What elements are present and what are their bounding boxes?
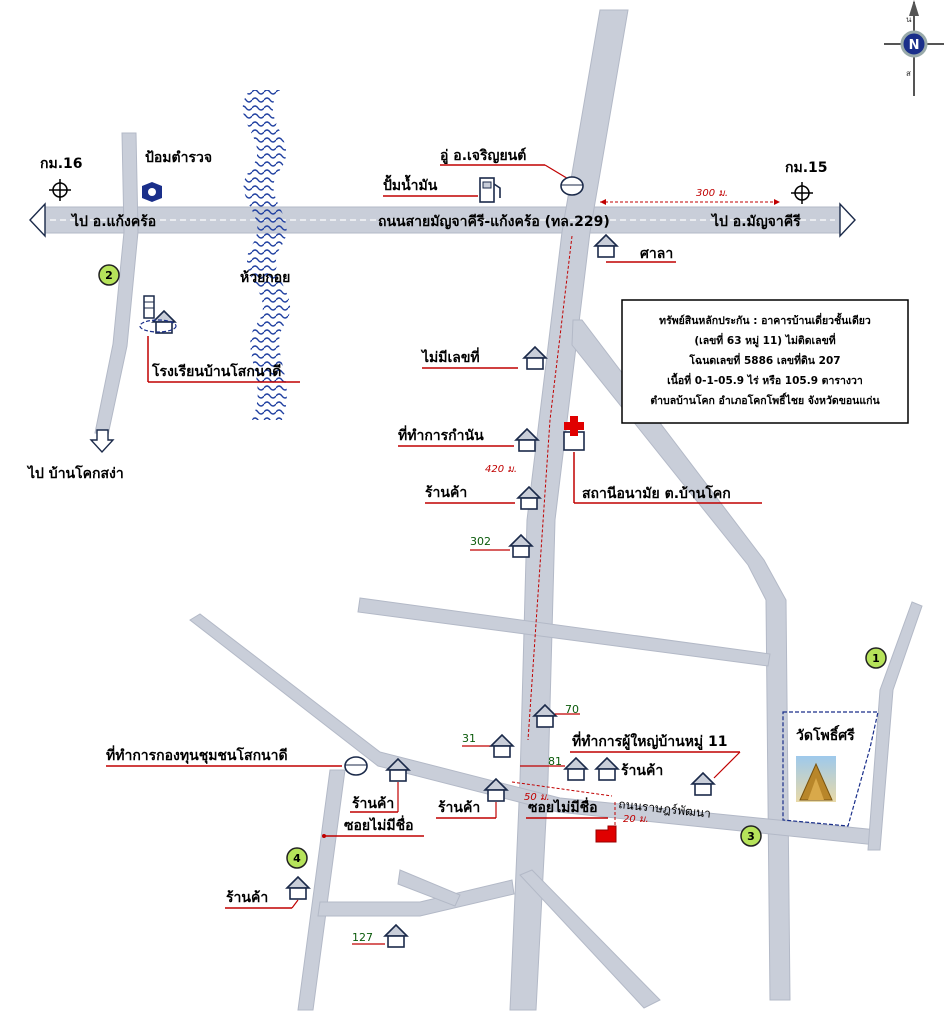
creek-label: ห้วยกอย [240, 270, 290, 286]
highway-name-label: ถนนสายมัญจาคีรี-แก้งคร้อ (ทล.229) [378, 214, 610, 230]
south-arrow-icon [89, 429, 115, 454]
distance-300-label: 300 ม. [696, 188, 728, 199]
police-badge-icon [142, 182, 162, 202]
km16-crosshair-icon [49, 179, 71, 201]
marker-4: 4 [286, 847, 308, 869]
temple-label: วัดโพธิ์ศรี [796, 724, 855, 744]
headman-office-label: ที่ทำการผู้ใหญ่บ้านหมู่ 11 [572, 731, 728, 750]
info-line-2: (เลขที่ 63 หมู่ 11) ไม่ติดเลขที่ [694, 332, 835, 348]
health-station-label: สถานีอนามัย ต.บ้านโคก [582, 484, 731, 502]
compass-letter: N [909, 38, 920, 53]
soi-no-name-label: ซอยไม่มีชื่อ [528, 797, 598, 816]
school-icon [139, 295, 177, 334]
school-label: โรงเรียนบ้านโสกนาดี [151, 362, 281, 380]
sala-house-icon [594, 234, 618, 258]
no-number-label: ไม่มีเลขที่ [420, 347, 480, 366]
marker-4-number: 4 [293, 852, 301, 865]
road-to-khoksanga [94, 132, 139, 436]
info-line-1: ทรัพย์สินหลักประกัน : อาคารบ้านเดี่ยวชั้… [659, 312, 871, 327]
shop-bottom-house-icon [286, 876, 310, 900]
cross-road-1 [357, 597, 771, 667]
temple-photo [796, 756, 836, 802]
house-70-label: 70 [565, 703, 579, 716]
house-31-icon [490, 734, 514, 758]
main-ns-road [509, 9, 629, 1011]
kamnan-office-label: ที่ทำการกำนัน [398, 425, 484, 444]
km16-label: กม.16 [40, 156, 83, 172]
distance-50-label: 50 ม. [524, 792, 550, 803]
temple-road [867, 601, 923, 851]
house-302-label: 302 [470, 535, 491, 548]
lower-road [317, 879, 515, 917]
garage-label: อู่ อ.เจริญยนต์ [440, 147, 526, 164]
house-81-icon [564, 757, 588, 781]
house-127-icon [384, 924, 408, 948]
house-81-label: 81 [548, 755, 562, 768]
collateral-property-icon [595, 825, 617, 843]
headman-house-icon [691, 772, 715, 796]
info-line-4: เนื้อที่ 0-1-05.9 ไร่ หรือ 105.9 ตารางวา [667, 372, 863, 387]
to-manchakiri-label: ไป อ.มัญจาคีรี [710, 212, 801, 230]
house-127-label: 127 [352, 931, 373, 944]
sala-label: ศาลา [640, 246, 673, 262]
marker-3: 3 [740, 825, 762, 847]
kamnan-house-icon [515, 428, 539, 452]
km15-crosshair-icon [791, 182, 813, 204]
house-31-label: 31 [462, 732, 476, 745]
marker-2: 2 [98, 264, 120, 286]
south-mid-road [397, 869, 461, 907]
west-arrow [29, 202, 46, 238]
shop-81-house-icon [595, 757, 619, 781]
shop-81-label: ร้านค้า [621, 763, 663, 779]
marker-1: 1 [865, 647, 887, 669]
distance-50-line [511, 781, 613, 797]
distance-420-label: 420 ม. [485, 464, 517, 475]
distance-20-label: 20 ม. [623, 814, 649, 825]
police-label: ป้อมตำรวจ [145, 150, 212, 166]
marker-1-number: 1 [872, 652, 880, 665]
shop-mid-label: ร้านค้า [438, 800, 480, 816]
creek-huaykoi [242, 90, 291, 420]
compass-north-label: น [906, 15, 912, 24]
health-station-icon [563, 416, 585, 451]
info-line-5: ตำบลบ้านโคก อำเภอโคกโพธิ์ไชย จังหวัดขอนแ… [650, 392, 880, 407]
fund-office-label: ที่ทำการกองทุนชุมชนโสกนาดี [106, 745, 288, 764]
south-east-road [519, 869, 661, 1009]
left-south-road [297, 769, 346, 1011]
collateral-info-box: ทรัพย์สินหลักประกัน : อาคารบ้านเดี่ยวชั้… [621, 299, 909, 424]
east-branch-road [571, 319, 791, 1001]
info-line-3: โฉนดเลขที่ 5886 เลขที่ดิน 207 [688, 352, 840, 367]
gas-pump-icon [479, 177, 501, 203]
temple-boundary [782, 711, 879, 827]
to-khoksanga-label: ไป บ้านโคกสง่า [26, 464, 124, 482]
shop-bottom-label: ร้านค้า [226, 890, 268, 906]
compass-rose: N น ส [884, 0, 944, 96]
to-kaengkhro-label: ไป อ.แก้งคร้อ [70, 212, 156, 230]
marker-3-number: 3 [747, 830, 755, 843]
km15-label: กม.15 [785, 160, 828, 176]
soi-left-label: ซอยไม่มีชื่อ [344, 815, 414, 834]
garage-icon [560, 176, 584, 196]
gas-station-label: ปั้มน้ำมัน [383, 174, 438, 194]
distance-420-line [527, 235, 573, 741]
fund-office-icon [344, 756, 368, 776]
compass-south-label: ส [906, 69, 911, 78]
road-network [29, 9, 923, 1011]
shop-left-label: ร้านค้า [352, 796, 394, 812]
east-arrow [839, 202, 856, 238]
no-number-house-icon [523, 346, 547, 370]
shop-1-label: ร้านค้า [425, 485, 467, 501]
marker-2-number: 2 [105, 269, 113, 282]
